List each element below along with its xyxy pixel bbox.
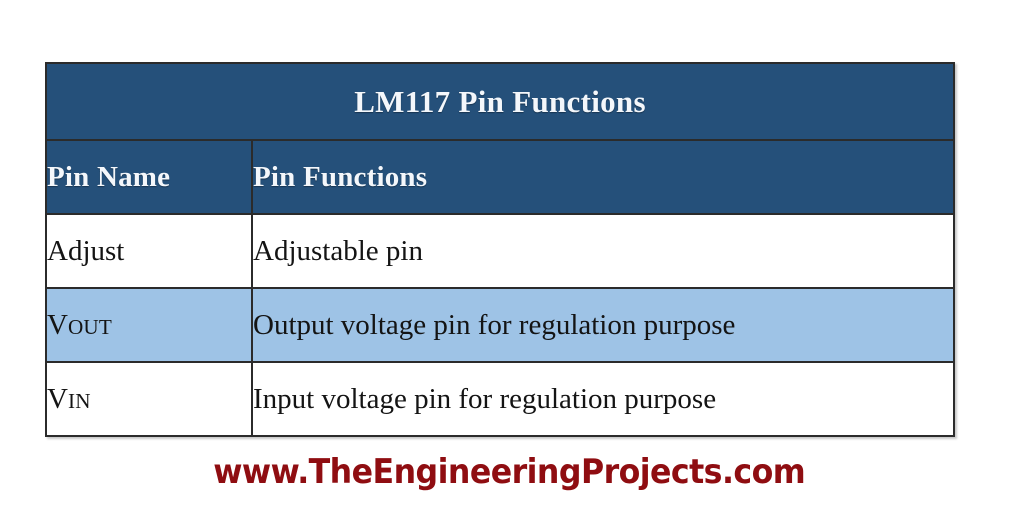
cell-pin-name: Adjust xyxy=(45,213,253,289)
column-header-pin-name: Pin Name xyxy=(45,139,253,215)
table-title: LM117 Pin Functions xyxy=(44,62,956,141)
cell-pin-function: Input voltage pin for regulation purpose xyxy=(250,361,956,437)
table-row: Adjust Adjustable pin xyxy=(45,213,956,289)
column-header-pin-functions: Pin Functions xyxy=(250,139,956,215)
cell-pin-function: Adjustable pin xyxy=(250,213,956,289)
website-watermark: www.TheEngineeringProjects.com xyxy=(213,452,806,492)
pin-name-base: V xyxy=(47,382,68,415)
cell-pin-function: Output voltage pin for regulation purpos… xyxy=(250,287,956,363)
pin-name-subscript: OUT xyxy=(67,314,113,339)
table-row: VOUT Output voltage pin for regulation p… xyxy=(45,287,956,363)
table-title-row: LM117 Pin Functions xyxy=(44,62,956,141)
table-header-row: Pin Name Pin Functions xyxy=(45,139,956,215)
cell-pin-name: VOUT xyxy=(45,287,253,363)
cell-pin-name: VIN xyxy=(45,361,253,437)
pin-name-subscript: IN xyxy=(67,388,91,413)
pin-name-base: Adjust xyxy=(47,234,125,267)
table-row: VIN Input voltage pin for regulation pur… xyxy=(45,361,956,437)
pin-functions-table: LM117 Pin Functions Pin Name Pin Functio… xyxy=(44,62,956,437)
pin-name-base: V xyxy=(47,308,68,341)
